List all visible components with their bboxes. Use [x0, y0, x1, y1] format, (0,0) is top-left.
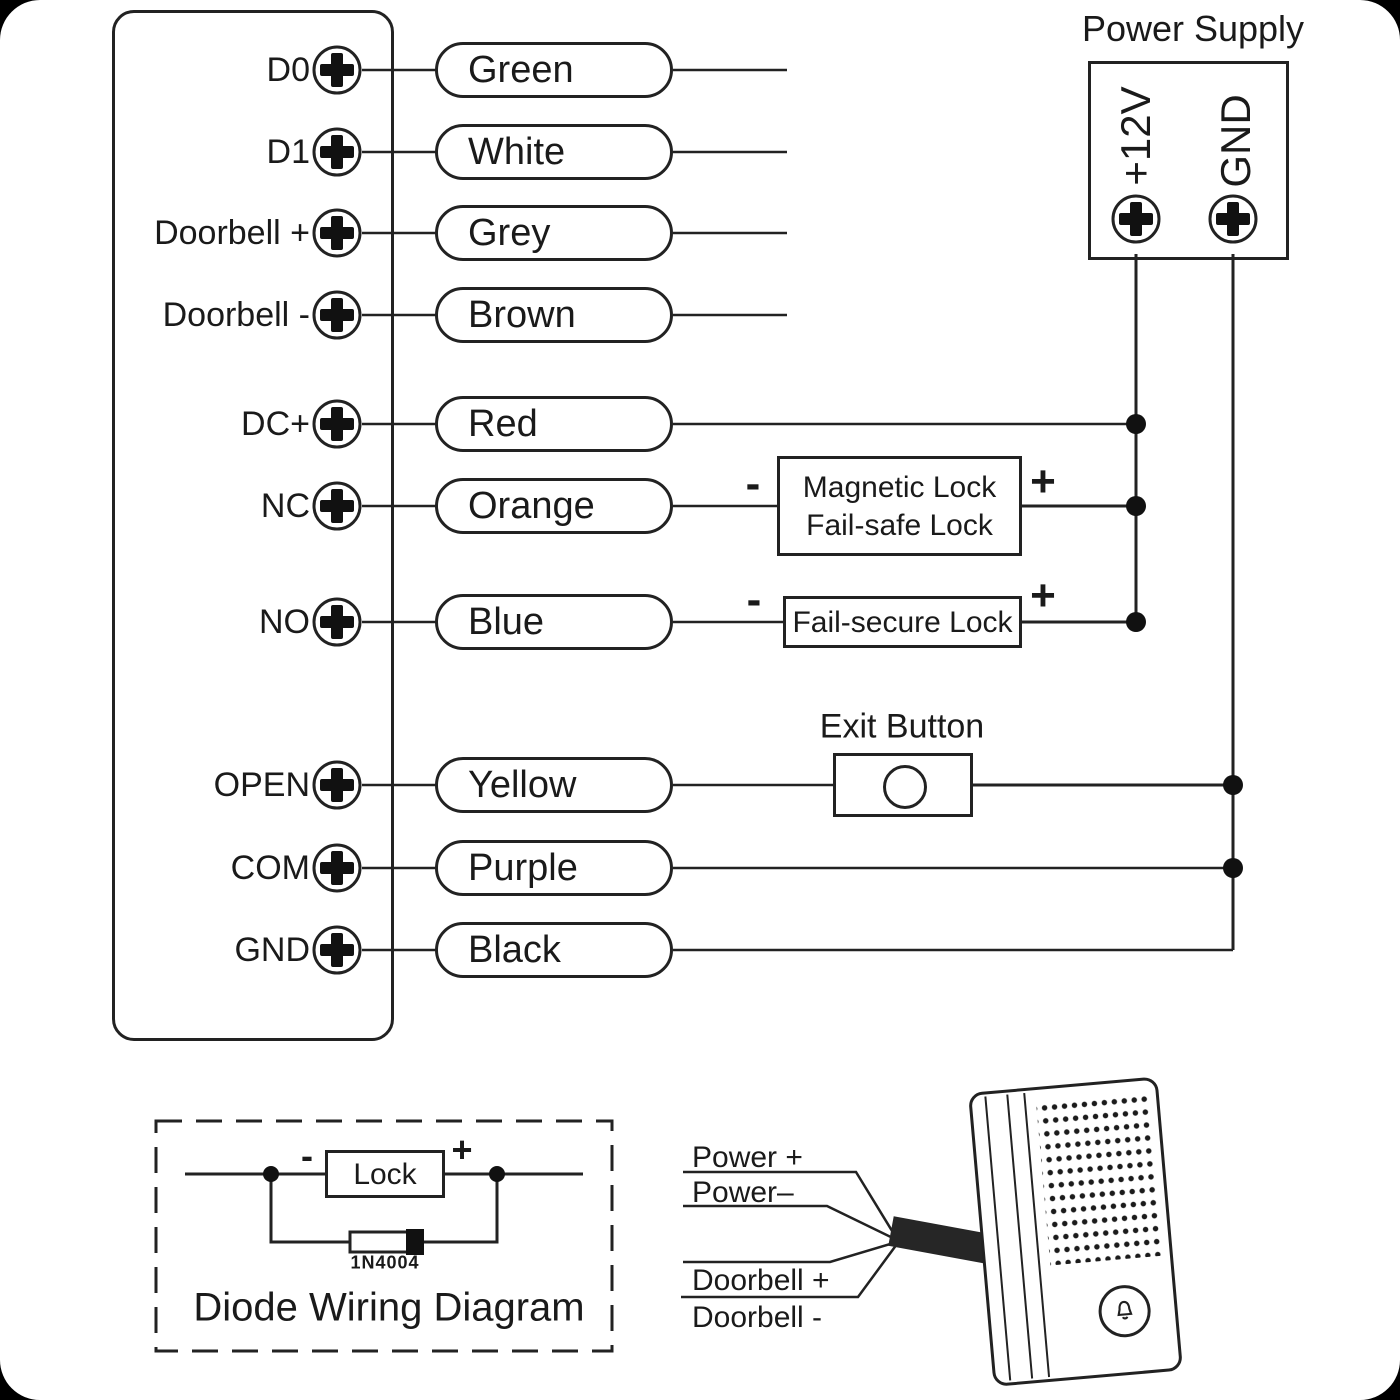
wire-color-pill: Blue	[435, 594, 673, 650]
diode-loop-right	[424, 1174, 499, 1244]
screw-terminal-icon	[312, 127, 362, 177]
junction-dot	[1126, 414, 1146, 434]
diode-minus-sign: -	[301, 1135, 313, 1176]
bell-icon	[1117, 1300, 1133, 1320]
doorbell-power-plus-wire	[683, 1170, 899, 1240]
junction-dot	[263, 1166, 279, 1182]
diode-diagram-border	[154, 1119, 614, 1353]
screw-terminal-icon	[312, 208, 362, 258]
junction-dot	[1223, 775, 1243, 795]
wire-color-pill: Orange	[435, 478, 673, 534]
screw-terminal-icon	[312, 597, 362, 647]
power-supply-title: Power Supply	[1081, 8, 1305, 49]
doorbell-wire-label-power-minus: Power–	[692, 1176, 794, 1209]
diode-diagram-caption: Diode Wiring Diagram	[193, 1285, 585, 1330]
diode-cathode-band	[406, 1229, 424, 1255]
exit-button-label: Exit Button	[819, 707, 985, 746]
doorbell-wire-label-bell-plus: Doorbell +	[692, 1264, 830, 1297]
doorbell-bell-plus-wire	[683, 1240, 898, 1264]
doorbell-wire-label-bell-minus: Doorbell -	[692, 1301, 823, 1334]
terminal-label: NO	[259, 603, 310, 641]
terminal-label: DC+	[241, 405, 310, 443]
wire-color-pill: Grey	[435, 205, 673, 261]
terminal-label: OPEN	[213, 766, 310, 804]
magnetic-lock-minus-sign: -	[745, 459, 761, 508]
junction-dot	[1126, 612, 1146, 632]
terminal-label: Doorbell -	[162, 296, 310, 334]
power-supply-terminal-12v: +12V	[1112, 86, 1159, 186]
screw-terminal-icon	[312, 399, 362, 449]
magnetic-lock-line2: Fail-safe Lock	[806, 509, 993, 542]
screw-terminal-icon	[312, 843, 362, 893]
fail-secure-plus-sign: +	[1030, 571, 1056, 620]
screw-terminal-icon	[1208, 194, 1258, 244]
terminal-label: D1	[266, 133, 310, 171]
screw-terminal-icon	[1111, 194, 1161, 244]
power-supply-box	[1088, 61, 1289, 260]
magnetic-lock-plus-sign: +	[1030, 457, 1056, 506]
terminal-label: COM	[230, 849, 310, 887]
exit-button-circle	[883, 765, 927, 809]
diode-loop-left	[269, 1174, 350, 1244]
doorbell-wire-label-power-plus: Power +	[692, 1141, 803, 1174]
junction-dot	[1126, 496, 1146, 516]
screw-terminal-icon	[312, 760, 362, 810]
wire-color-pill: White	[435, 124, 673, 180]
magnetic-lock-box: Magnetic Lock Fail-safe Lock	[777, 456, 1022, 556]
wire-color-pill: Red	[435, 396, 673, 452]
fail-secure-minus-sign: -	[746, 575, 762, 624]
screw-terminal-icon	[312, 45, 362, 95]
terminal-label: D0	[266, 51, 310, 89]
screw-terminal-icon	[312, 481, 362, 531]
fail-secure-lock-box: Fail-secure Lock	[783, 596, 1022, 648]
doorbell-device	[968, 1076, 1183, 1387]
junction-dot	[489, 1166, 505, 1182]
diode-plus-sign: +	[451, 1129, 473, 1170]
power-supply-terminal-gnd: GND	[1212, 94, 1259, 188]
magnetic-lock-line1: Magnetic Lock	[802, 471, 997, 504]
wire-color-pill: Green	[435, 42, 673, 98]
speaker-grille	[1035, 1090, 1162, 1266]
access-controller-box	[112, 10, 394, 1041]
wire-color-pill: Yellow	[435, 757, 673, 813]
wire-color-pill: Brown	[435, 287, 673, 343]
exit-button[interactable]	[833, 753, 973, 817]
doorbell-button[interactable]	[1096, 1283, 1153, 1340]
doorbell-bell-minus-wire	[681, 1243, 899, 1299]
wire-color-pill: Purple	[435, 840, 673, 896]
terminal-label: NC	[260, 487, 310, 525]
screw-terminal-icon	[312, 290, 362, 340]
diode-part-number: 1N4004	[350, 1252, 420, 1273]
doorbell-power-minus-wire	[683, 1204, 898, 1242]
terminal-label: Doorbell +	[154, 214, 310, 252]
screw-terminal-icon	[312, 925, 362, 975]
wire-color-pill: Black	[435, 922, 673, 978]
diode-body	[348, 1230, 410, 1254]
diode-lock-box: Lock	[325, 1150, 445, 1198]
terminal-label: GND	[234, 931, 310, 969]
junction-dot	[1223, 858, 1243, 878]
